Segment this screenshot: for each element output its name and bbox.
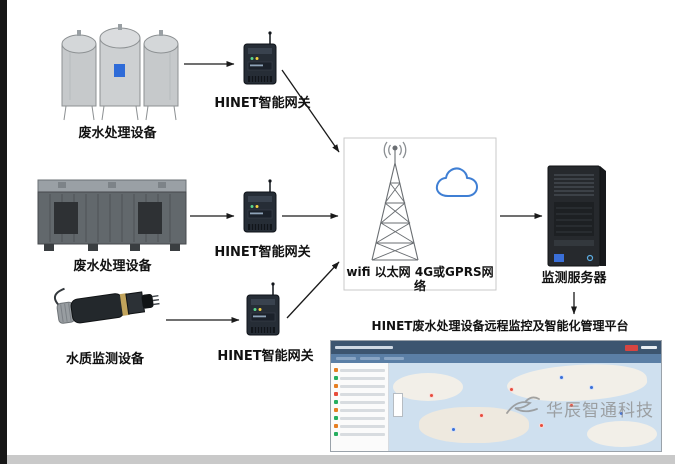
cloud-icon	[435, 167, 478, 197]
server-label: 监测服务器	[541, 271, 607, 286]
platform-title: HINET废水处理设备远程监控及智能化管理平台	[371, 319, 629, 333]
wastewater-tanks-illustration	[61, 24, 179, 121]
platform-device-list	[331, 363, 389, 451]
wastewater-plant-illustration	[37, 179, 187, 251]
gateway2-label: HINET智能网关	[214, 245, 311, 260]
radio-tower-icon	[371, 141, 419, 261]
gateway-2-illustration	[243, 178, 277, 233]
wifi-signal-icon	[383, 141, 407, 159]
watermark: 华辰智通科技	[505, 386, 671, 430]
water-quality-sensor-illustration	[54, 287, 160, 324]
gateway3-label: HINET智能网关	[217, 349, 314, 364]
platform-body	[331, 363, 661, 451]
network-box	[343, 137, 497, 291]
network-label: wifi 以太网 4G或GPRS网络	[346, 265, 494, 293]
bird-logo-icon	[506, 396, 540, 414]
left-border	[0, 0, 7, 464]
device3-label: 水质监测设备	[65, 352, 144, 367]
gateway-1-illustration	[243, 30, 277, 85]
platform-header-bar	[331, 341, 661, 354]
arrow-gateway1-to-network	[281, 69, 340, 153]
platform-toolbar	[331, 354, 661, 363]
platform-header-red-badge	[625, 344, 638, 351]
platform-header-user-placeholder	[641, 346, 657, 349]
device1-label: 废水处理设备	[78, 126, 157, 141]
platform-header-title-placeholder	[335, 346, 393, 349]
watermark-text: 华辰智通科技	[546, 400, 654, 421]
arrow-gateway3-to-network	[286, 261, 340, 319]
map-zoom-control	[393, 393, 403, 417]
platform-screenshot	[330, 340, 662, 452]
server-illustration	[547, 165, 606, 267]
gateway1-label: HINET智能网关	[214, 96, 311, 111]
bottom-border	[7, 455, 675, 464]
connector-arrows	[166, 61, 577, 323]
gateway-3-illustration	[246, 281, 280, 336]
device2-label: 废水处理设备	[73, 259, 152, 274]
